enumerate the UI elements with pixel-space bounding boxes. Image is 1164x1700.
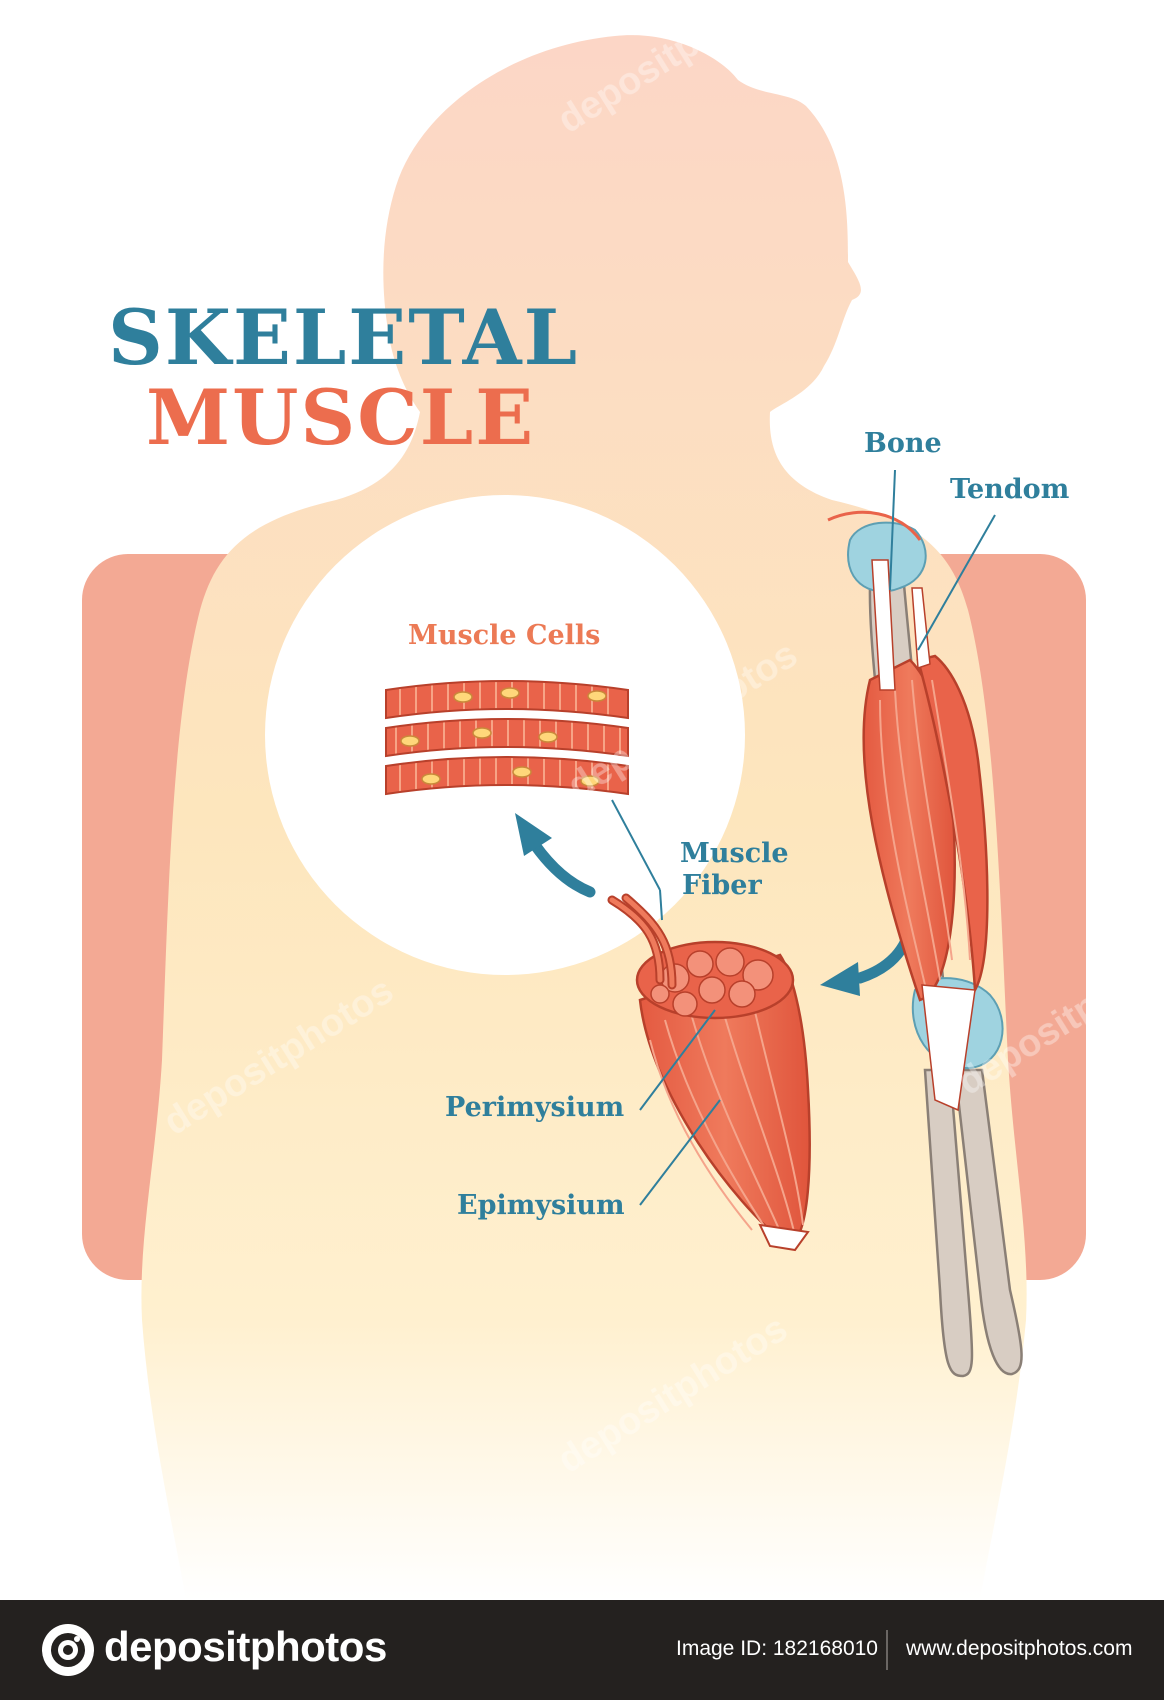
label-muscle-fiber-line-2: Fiber	[682, 870, 762, 902]
label-epimysium: Epimysium	[457, 1190, 625, 1221]
muscle-fascicle-illustration	[607, 893, 811, 1252]
title-line-muscle: MUSCLE	[146, 373, 536, 462]
label-tendom: Tendom	[950, 474, 1070, 505]
title-line-skeletal: SKELETAL	[108, 293, 580, 382]
zoom-arrow-icon	[515, 813, 596, 898]
label-muscle-fiber-line-1: Muscle	[680, 838, 789, 869]
camera-logo-icon	[42, 1624, 94, 1676]
footer-image-id: Image ID: 182168010	[676, 1637, 878, 1660]
footer-bar: depositphotos Image ID: 182168010 www.de…	[0, 1600, 1164, 1700]
svg-text:depositphotos: depositphotos	[943, 263, 1164, 437]
footer-site-link[interactable]: www.depositphotos.com	[906, 1637, 1133, 1660]
label-bone: Bone	[864, 428, 942, 459]
label-muscle-fiber: Muscle Fiber	[680, 838, 789, 903]
arm-illustration	[827, 510, 1023, 1378]
skeletal-muscle-diagram: depositphotos depositphotos depositphoto…	[82, 35, 1164, 1600]
label-muscle-cells: Muscle Cells	[408, 620, 601, 651]
footer-brand-name: depositphotos	[104, 1623, 387, 1670]
footer-divider	[886, 1630, 888, 1670]
label-perimysium: Perimysium	[445, 1092, 625, 1123]
leader-lines	[611, 469, 996, 1206]
muscle-cells-illustration	[385, 680, 629, 796]
